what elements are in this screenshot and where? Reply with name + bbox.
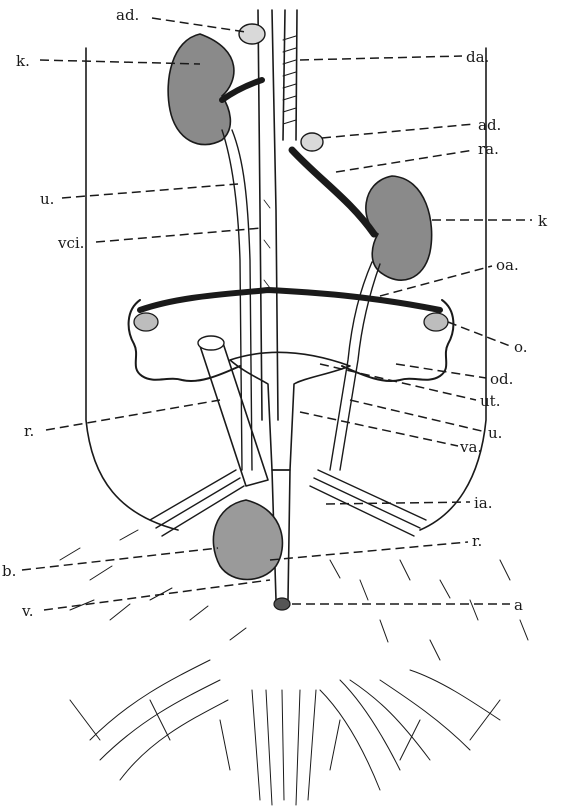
leader-ia (326, 502, 470, 504)
anus (274, 598, 290, 610)
label-od: od. (490, 370, 513, 388)
bladder (213, 500, 282, 580)
adrenal-top (239, 24, 265, 44)
label-ia: ia. (474, 494, 493, 512)
label-ra: ra. (478, 140, 499, 158)
leader-va (300, 412, 458, 446)
vena-cava-inferior (258, 10, 278, 420)
label-k-right: k (538, 212, 548, 230)
leader-v (44, 580, 270, 610)
label-o: o. (514, 338, 528, 356)
label-v: v. (21, 602, 33, 620)
leader-ad-right (322, 124, 474, 138)
kidney-right (366, 176, 432, 280)
label-ad-top: ad. (116, 6, 139, 24)
label-r-left: r. (24, 422, 34, 440)
leader-r-left (46, 400, 220, 430)
label-vci: vci. (57, 234, 84, 252)
label-a: a (514, 596, 523, 614)
label-ut: ut. (480, 392, 500, 410)
label-k-left: k. (16, 52, 30, 70)
label-r-right: r. (472, 532, 482, 550)
leader-u-left (62, 184, 238, 198)
fur-texture (60, 530, 528, 805)
label-b: b. (2, 562, 16, 580)
label-u-right: u. (488, 424, 502, 442)
leader-ra (336, 150, 474, 172)
label-oa: oa. (496, 256, 519, 274)
renal-artery (292, 150, 374, 234)
ovary-left (134, 313, 158, 331)
leader-vci (96, 228, 262, 242)
leader-ut (320, 364, 476, 400)
leader-b (22, 548, 218, 570)
leader-da (300, 56, 462, 60)
label-da: da. (466, 48, 489, 66)
leader-o (448, 322, 510, 346)
leader-r-right (270, 542, 468, 560)
uterus-horns (230, 352, 350, 470)
kidney-left (168, 34, 234, 145)
dorsal-aorta (283, 10, 297, 140)
adrenal-right (301, 133, 323, 151)
label-u-left: u. (40, 190, 54, 208)
ovary-right (424, 313, 448, 331)
label-va: va. (459, 438, 482, 456)
rectum (200, 340, 268, 486)
label-ad-right: ad. (478, 116, 501, 134)
leader-ad-top (152, 18, 246, 32)
ovarian-artery (140, 290, 440, 310)
